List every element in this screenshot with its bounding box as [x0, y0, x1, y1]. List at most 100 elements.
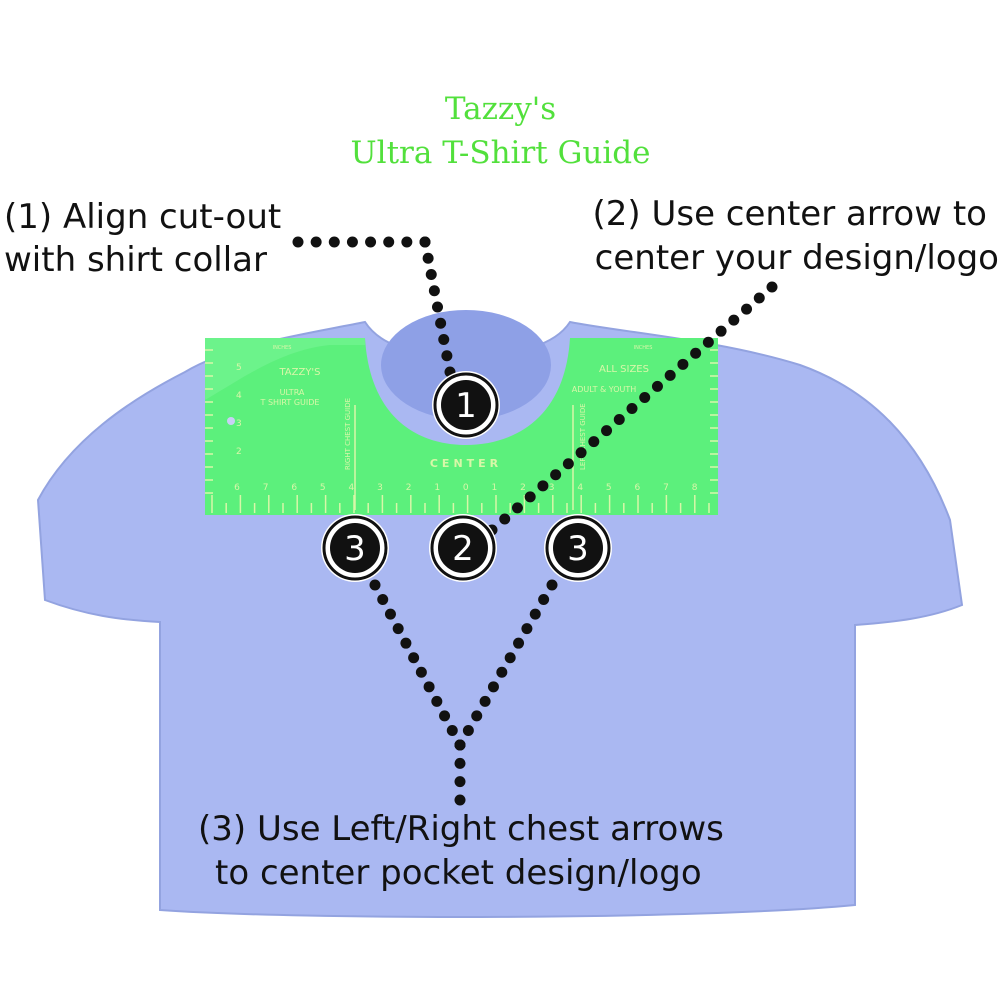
- leader-dot: [639, 391, 651, 403]
- leader-dot: [369, 579, 381, 591]
- leader-dot: [431, 695, 443, 707]
- leader-dot: [677, 358, 689, 370]
- ruler-sizes-line1: ALL SIZES: [599, 364, 649, 375]
- leader-dot: [377, 594, 389, 606]
- step3-line1: (3) Use Left/Right chest arrows: [198, 809, 724, 849]
- ruler-scale-label: 2: [520, 483, 526, 493]
- leader-dot: [702, 336, 714, 348]
- ruler-scale-label: 1: [434, 483, 440, 493]
- leader-dot: [550, 469, 562, 481]
- ruler-center-label: CENTER: [430, 457, 502, 470]
- ruler-scale-label: 6: [635, 483, 641, 493]
- leader-dot: [728, 314, 740, 326]
- leader-dot: [441, 350, 453, 362]
- ruler-side-label: 4: [236, 391, 242, 401]
- leader-dot: [521, 623, 533, 635]
- ruler-right-chest-label: RIGHT CHEST GUIDE: [344, 398, 352, 470]
- leader-dot: [715, 325, 727, 337]
- ruler-scale-label: 5: [606, 483, 612, 493]
- ruler: TAZZY'S ULTRA T SHIRT GUIDE ALL SIZES AD…: [205, 338, 718, 515]
- ruler-scale-label: 6: [234, 483, 240, 493]
- ruler-scale-label: 0: [463, 483, 469, 493]
- leader-dot: [400, 637, 412, 649]
- title-line1: Tazzy's: [444, 91, 557, 127]
- leader-dot: [690, 347, 702, 359]
- leader-dot: [462, 724, 474, 736]
- leader-dot: [435, 317, 447, 329]
- step-marker-3: 3: [544, 514, 612, 582]
- title-line2: Ultra T-Shirt Guide: [350, 135, 651, 171]
- ruler-brand: TAZZY'S: [278, 367, 320, 378]
- step1-line1: (1) Align cut-out: [4, 197, 282, 237]
- ruler-scale-label: 4: [349, 483, 355, 493]
- leader-dot: [419, 236, 431, 248]
- ruler-scale-label: 7: [663, 483, 669, 493]
- marker-number: 3: [567, 529, 589, 569]
- leader-dot: [601, 425, 613, 437]
- leader-dot: [588, 436, 600, 448]
- markers: 1 2 3 3: [321, 371, 612, 582]
- leader-dot: [511, 502, 523, 514]
- leader-dot: [496, 666, 508, 678]
- leader-dot: [524, 491, 536, 503]
- leader-dot: [454, 739, 466, 751]
- ruler-scale-label: 1: [492, 483, 498, 493]
- leader-dot: [428, 285, 440, 297]
- marker-number: 2: [452, 529, 474, 569]
- marker-number: 1: [455, 386, 477, 426]
- leader-dot: [446, 724, 458, 736]
- step2-line2: center your design/logo: [594, 238, 999, 278]
- leader-dot: [454, 794, 466, 806]
- leader-dot: [346, 236, 358, 248]
- leader-dot: [513, 637, 525, 649]
- leader-dot: [432, 301, 443, 313]
- ruler-units-right: INCHES: [634, 345, 653, 351]
- dotted-leaders: [292, 236, 778, 806]
- leader-dot: [423, 681, 435, 693]
- leader-dot: [529, 608, 541, 620]
- leader-dot: [741, 303, 753, 315]
- leader-dot: [328, 236, 340, 248]
- ruler-left-chest-label: LEFT CHEST GUIDE: [579, 403, 587, 470]
- ruler-scale-label: 4: [577, 483, 583, 493]
- leader-dot: [365, 236, 377, 248]
- leader-dot: [575, 447, 587, 459]
- leader-dot: [753, 292, 765, 304]
- leader-dot: [499, 513, 511, 525]
- ruler-sizes-line2: ADULT & YOUTH: [572, 385, 637, 394]
- leader-dot: [292, 236, 304, 248]
- ruler-scale-label: 3: [377, 483, 383, 493]
- ruler-side-label: 3: [236, 419, 242, 429]
- ruler-scale-label: 5: [320, 483, 326, 493]
- leader-dot: [613, 414, 625, 426]
- step-marker-2: 2: [429, 514, 497, 582]
- leader-dot: [664, 369, 676, 381]
- leader-dot: [546, 579, 558, 591]
- leader-dot: [537, 480, 549, 492]
- ruler-scale-label: 3: [549, 483, 555, 493]
- leader-dot: [401, 236, 413, 248]
- leader-dot: [538, 594, 550, 606]
- leader-dot: [310, 236, 322, 248]
- step-marker-3: 3: [321, 514, 389, 582]
- ruler-product-line1: ULTRA: [280, 388, 305, 397]
- leader-dot: [487, 681, 499, 693]
- ruler-scale-label: 8: [692, 483, 698, 493]
- leader-dot: [454, 757, 466, 769]
- step1-line2: with shirt collar: [4, 240, 267, 280]
- leader-dot: [392, 623, 404, 635]
- leader-dot: [383, 236, 395, 248]
- leader-dot: [454, 776, 466, 788]
- leader-dot: [425, 269, 437, 280]
- ruler-units-left: INCHES: [273, 345, 292, 351]
- leader-dot: [438, 334, 450, 345]
- ruler-product-line2: T SHIRT GUIDE: [260, 398, 320, 407]
- ruler-side-label: 5: [236, 363, 242, 373]
- ruler-ticks: [205, 349, 718, 513]
- collar-inside: [381, 310, 551, 420]
- step2-line1: (2) Use center arrow to: [592, 194, 988, 234]
